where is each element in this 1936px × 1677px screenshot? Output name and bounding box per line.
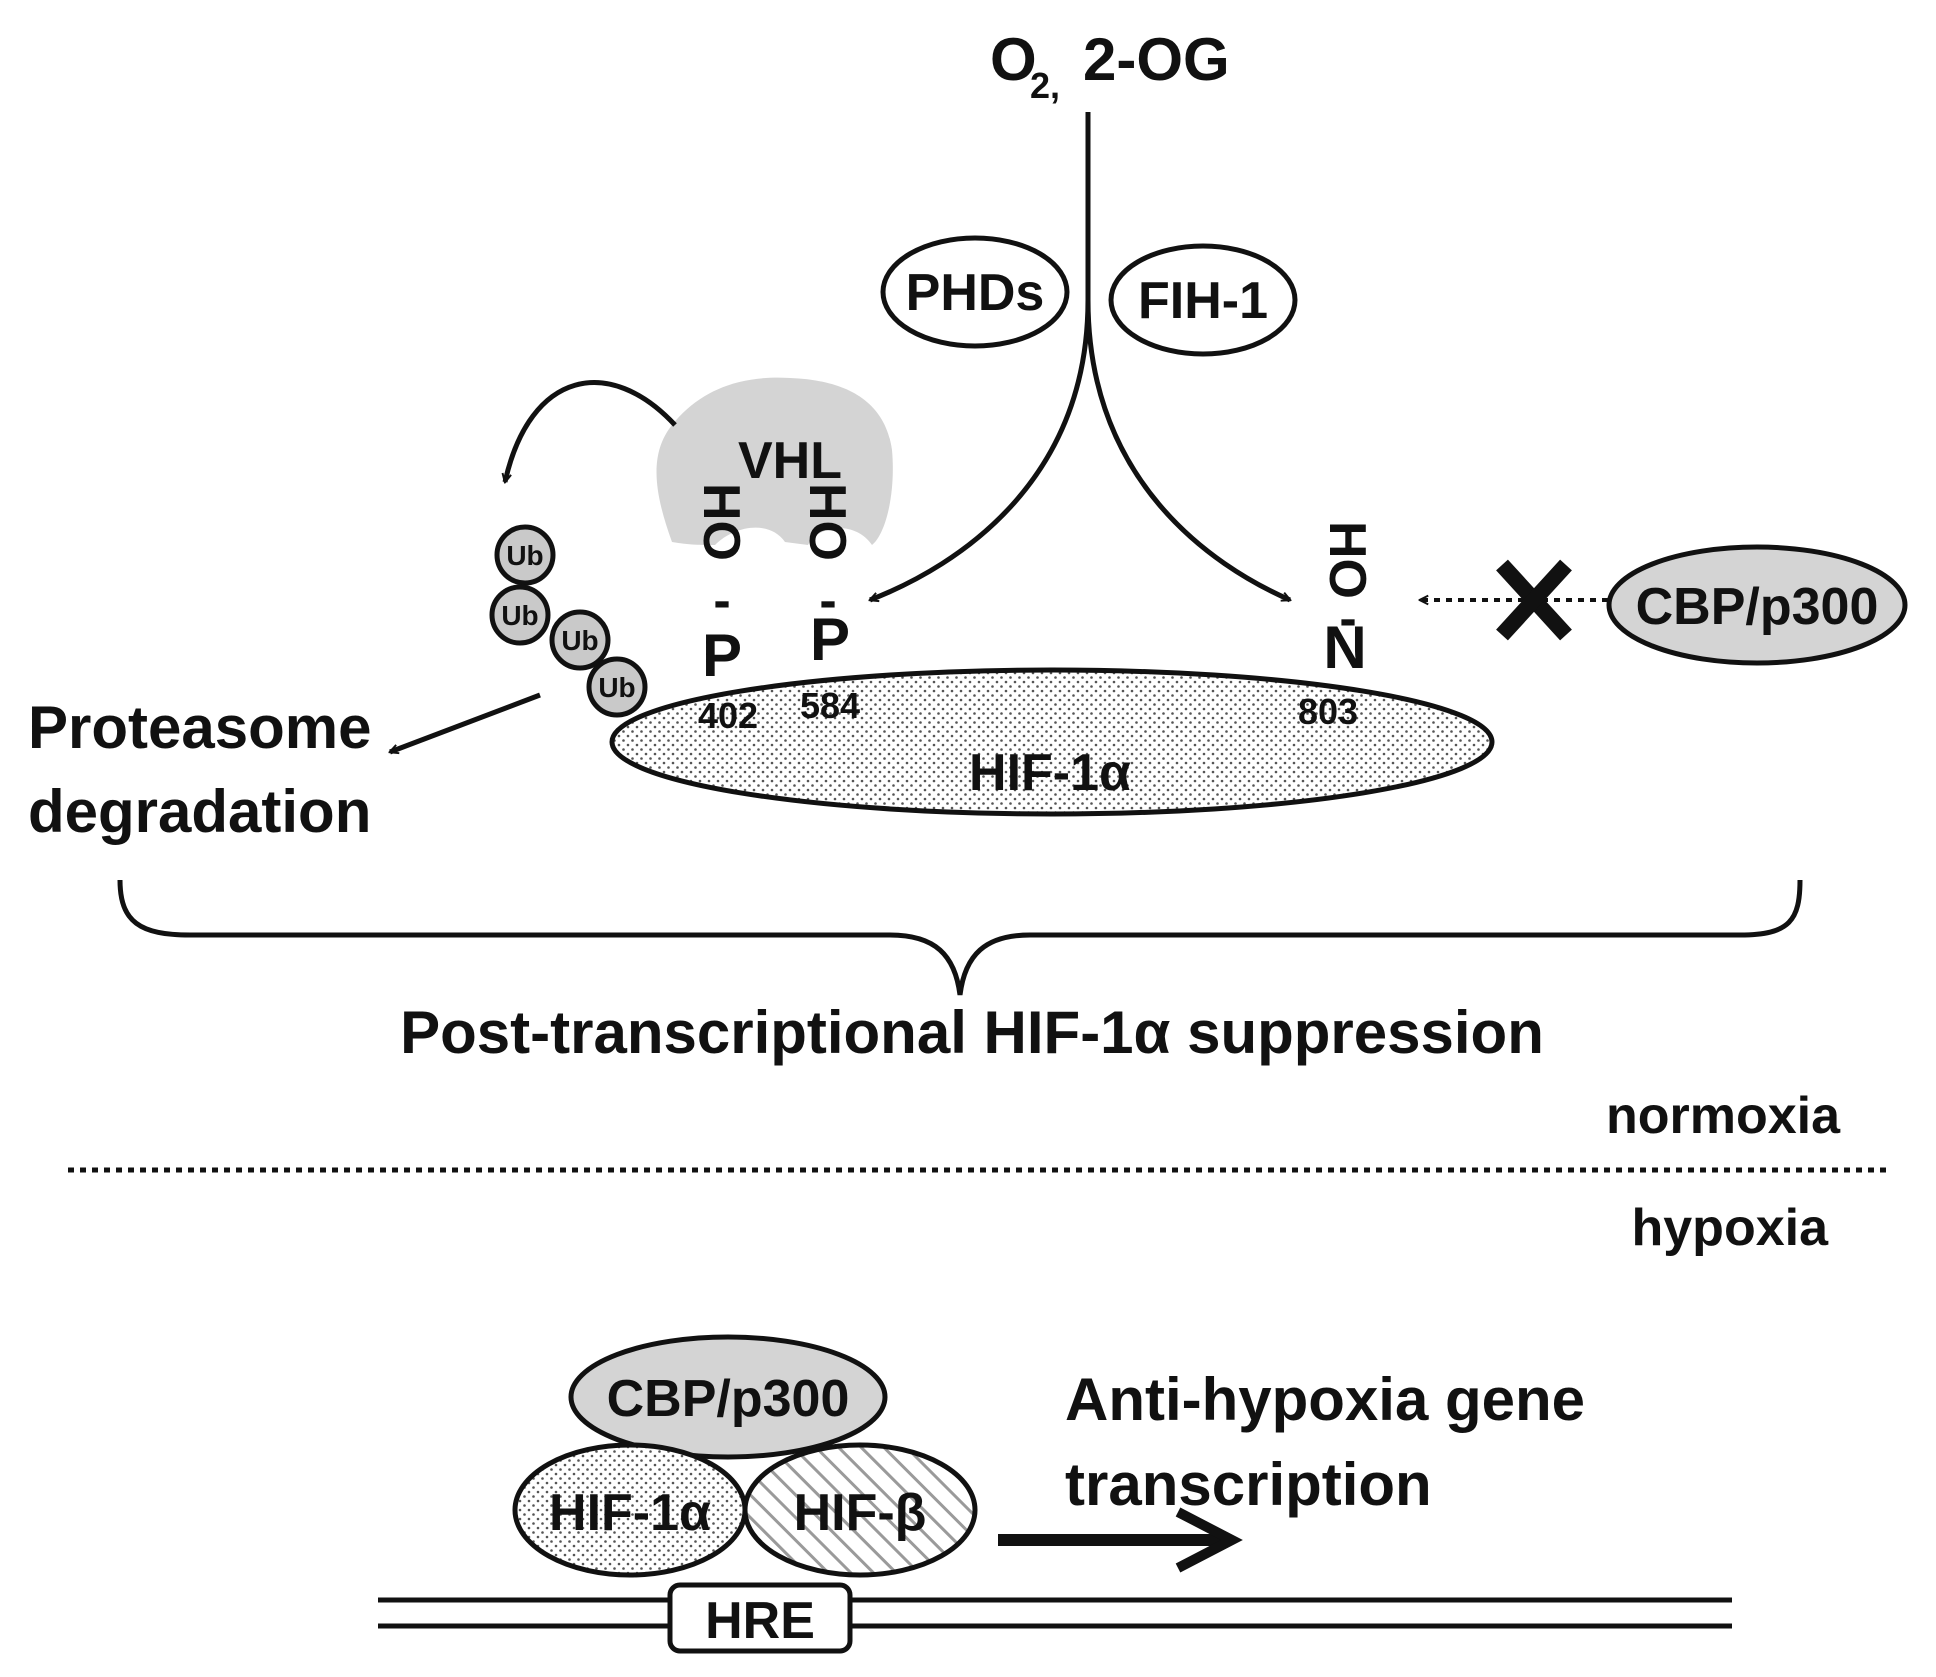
vhl-protein: VHL (656, 377, 893, 545)
arrow-to-p584 (870, 299, 1091, 603)
ub-label: Ub (598, 672, 635, 703)
n803-number: 803 (1298, 691, 1358, 732)
p402-residue: P (702, 622, 742, 689)
ubiquitin-chain: Ub Ub Ub Ub (489, 524, 648, 718)
o2-subscript: 2, (1030, 65, 1060, 106)
ub-bead: Ub (549, 609, 611, 671)
hre-label: HRE (705, 1592, 815, 1650)
cbp-complex-label: CBP/p300 (607, 1370, 850, 1428)
n803-bond: - (1339, 590, 1356, 648)
proteasome-label: Proteasome degradation (28, 694, 371, 845)
transcription-line1: Anti-hypoxia gene (1065, 1366, 1585, 1433)
ub-label: Ub (561, 625, 598, 656)
phds-enzyme: PHDs (880, 235, 1070, 349)
hif1a-complex-label: HIF-1α (549, 1484, 711, 1542)
hifb-complex: HIF-β (742, 1442, 978, 1578)
hif1a-protein: HIF-1α (609, 667, 1495, 817)
vhl-shape (656, 377, 893, 545)
residue-n803: HO - N 803 (1298, 521, 1376, 732)
suppression-brace (117, 879, 1803, 996)
proteasome-line2: degradation (28, 778, 371, 845)
proteasome-line1: Proteasome (28, 694, 371, 761)
residue-p402: HO - P 402 (692, 483, 758, 736)
ub-bead: Ub (494, 524, 556, 586)
ub-label: Ub (501, 600, 538, 631)
p584-number: 584 (800, 685, 860, 726)
phds-label: PHDs (906, 264, 1045, 322)
vhl-to-ub-arrow (505, 380, 677, 482)
p402-hydroxyl: HO (692, 483, 750, 561)
fih1-enzyme: FIH-1 (1108, 243, 1298, 357)
residue-p584: HO - P 584 (798, 483, 860, 726)
n803-hydroxyl: HO (1318, 521, 1376, 599)
p584-bond: - (819, 572, 836, 630)
dna-strands (378, 1597, 1732, 1629)
p584-hydroxyl: HO (798, 483, 856, 561)
hif1a-complex: HIF-1α (512, 1442, 748, 1578)
hydroxylation-arrows (870, 112, 1290, 603)
ub-bead: Ub (586, 656, 648, 718)
hif1a-label: HIF-1α (969, 744, 1131, 802)
ub-label: Ub (506, 540, 543, 571)
hifb-complex-label: HIF-β (794, 1484, 927, 1542)
transcription-arrow (998, 1507, 1243, 1573)
suppression-label: Post-transcriptional HIF-1α suppression (400, 999, 1544, 1066)
p402-number: 402 (698, 695, 758, 736)
2og-label: 2-OG (1083, 26, 1230, 93)
transcription-line2: transcription (1065, 1451, 1432, 1518)
cbp-top-label: CBP/p300 (1636, 578, 1879, 636)
transcription-label: Anti-hypoxia gene transcription (1065, 1366, 1585, 1518)
substrate-label: O 2, 2-OG (990, 26, 1230, 106)
o2-label: O (990, 26, 1037, 93)
vhl-label: VHL (738, 432, 842, 490)
cbp-p300-complex: CBP/p300 (568, 1334, 888, 1460)
hre-element: HRE (667, 1582, 853, 1654)
ub-to-proteasome-arrow (390, 692, 541, 755)
block-x-icon (1496, 559, 1572, 641)
ub-bead: Ub (489, 584, 551, 646)
normoxia-label: normoxia (1606, 1087, 1841, 1145)
cbp-p300-top: CBP/p300 (1606, 544, 1908, 666)
hypoxia-label: hypoxia (1632, 1199, 1830, 1257)
n803-residue: N (1323, 614, 1366, 681)
p584-residue: P (810, 606, 850, 673)
p402-bond: - (713, 572, 730, 630)
arrow-to-n803 (1085, 299, 1290, 603)
fih1-label: FIH-1 (1138, 272, 1268, 330)
